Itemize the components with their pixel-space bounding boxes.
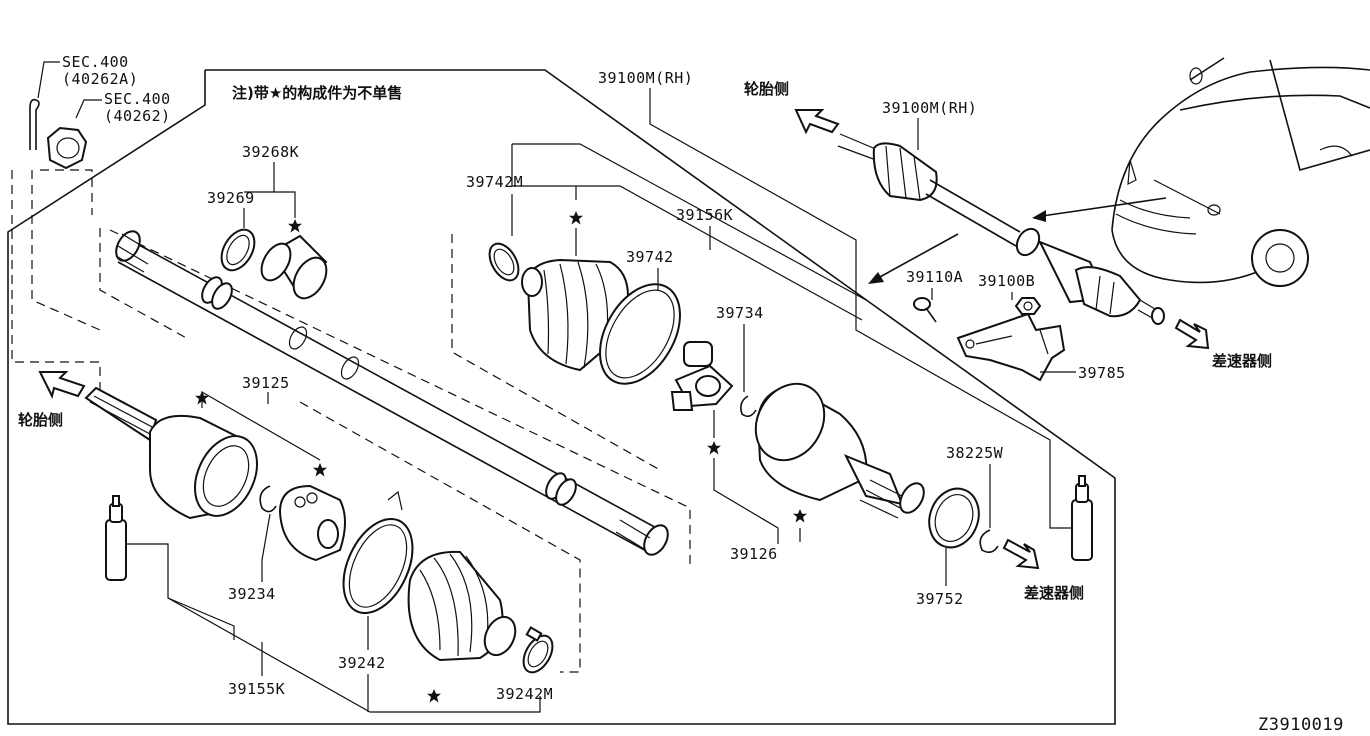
label-39100m-rh-right: 39100M(RH)	[882, 99, 977, 117]
part-39242-band	[342, 490, 414, 615]
part-drive-shaft-assembly	[837, 133, 1165, 325]
label-39156k: 39156K	[676, 206, 733, 224]
part-grease-tube-right	[1071, 475, 1093, 561]
part-39734-tripod	[670, 341, 734, 411]
star-icon	[288, 219, 302, 233]
star-icon	[793, 509, 807, 523]
part-39742m-clamp	[488, 242, 520, 282]
part-39742-band	[599, 283, 681, 385]
tire-side-arrow-right-icon	[794, 109, 840, 135]
label-sec400b: SEC.400	[104, 90, 171, 108]
star-icon	[427, 689, 441, 703]
part-inner-boot-left	[407, 550, 517, 662]
part-39269-ring	[220, 228, 256, 272]
label-39110a: 39110A	[906, 268, 963, 286]
label-39125: 39125	[242, 374, 290, 392]
part-39785-bracket	[956, 312, 1066, 382]
label-39242m: 39242M	[496, 685, 553, 703]
part-39242m-clamp	[522, 626, 554, 674]
label-39752: 39752	[916, 590, 964, 608]
vehicle-silhouette	[1111, 57, 1370, 287]
note-text: 注)带★的构成件为不单售	[232, 84, 402, 102]
diff-side-arrow-bottom-icon	[1002, 538, 1040, 570]
part-outer-cv-joint	[84, 386, 258, 520]
label-diff-side-bottom: 差速器侧	[1024, 584, 1084, 602]
label-39785: 39785	[1078, 364, 1126, 382]
part-grease-tube-left	[105, 495, 127, 581]
main-frame	[7, 69, 1116, 725]
label-tire-side-left: 轮胎侧	[18, 411, 63, 429]
part-38225w-ring	[979, 529, 999, 554]
part-snap-ring-upper	[740, 395, 757, 418]
label-sec400b-ref: (40262)	[104, 107, 171, 125]
label-39734: 39734	[716, 304, 764, 322]
part-39125-tripod	[278, 484, 346, 562]
label-39242: 39242	[338, 654, 386, 672]
label-diff-side-right: 差速器侧	[1212, 352, 1272, 370]
part-39110a-bolt	[913, 297, 937, 323]
part-39126-housing	[754, 382, 925, 519]
part-39752-seal	[928, 487, 980, 549]
hub-nut-part	[46, 126, 88, 170]
label-sec400a-ref: (40262A)	[62, 70, 138, 88]
label-39234: 39234	[228, 585, 276, 603]
label-38225w: 38225W	[946, 444, 1004, 462]
part-39100b-nut	[1014, 297, 1042, 315]
star-icon	[313, 463, 327, 477]
label-tire-side-right: 轮胎侧	[744, 80, 789, 98]
cotter-pin-part	[29, 98, 40, 150]
star-icon	[707, 441, 721, 455]
label-39268k: 39268K	[242, 143, 299, 161]
part-39234-snap-ring	[259, 485, 277, 513]
diff-side-arrow-right-icon	[1174, 318, 1210, 350]
pointer-arrow-icon	[868, 197, 1167, 284]
part-axle-shaft	[115, 230, 669, 556]
diagram-id: Z3910019	[1258, 715, 1344, 735]
label-39126: 39126	[730, 545, 778, 563]
label-39155k: 39155K	[228, 680, 285, 698]
label-39742m: 39742M	[466, 173, 523, 191]
label-sec400a: SEC.400	[62, 53, 129, 71]
label-39100m-rh-top: 39100M(RH)	[598, 69, 693, 87]
label-39100b: 39100B	[978, 272, 1035, 290]
label-39742: 39742	[626, 248, 674, 266]
label-39269: 39269	[207, 189, 255, 207]
star-icon	[569, 211, 583, 225]
part-39268k-damper	[260, 234, 328, 300]
tire-side-arrow-left-icon	[38, 371, 86, 399]
